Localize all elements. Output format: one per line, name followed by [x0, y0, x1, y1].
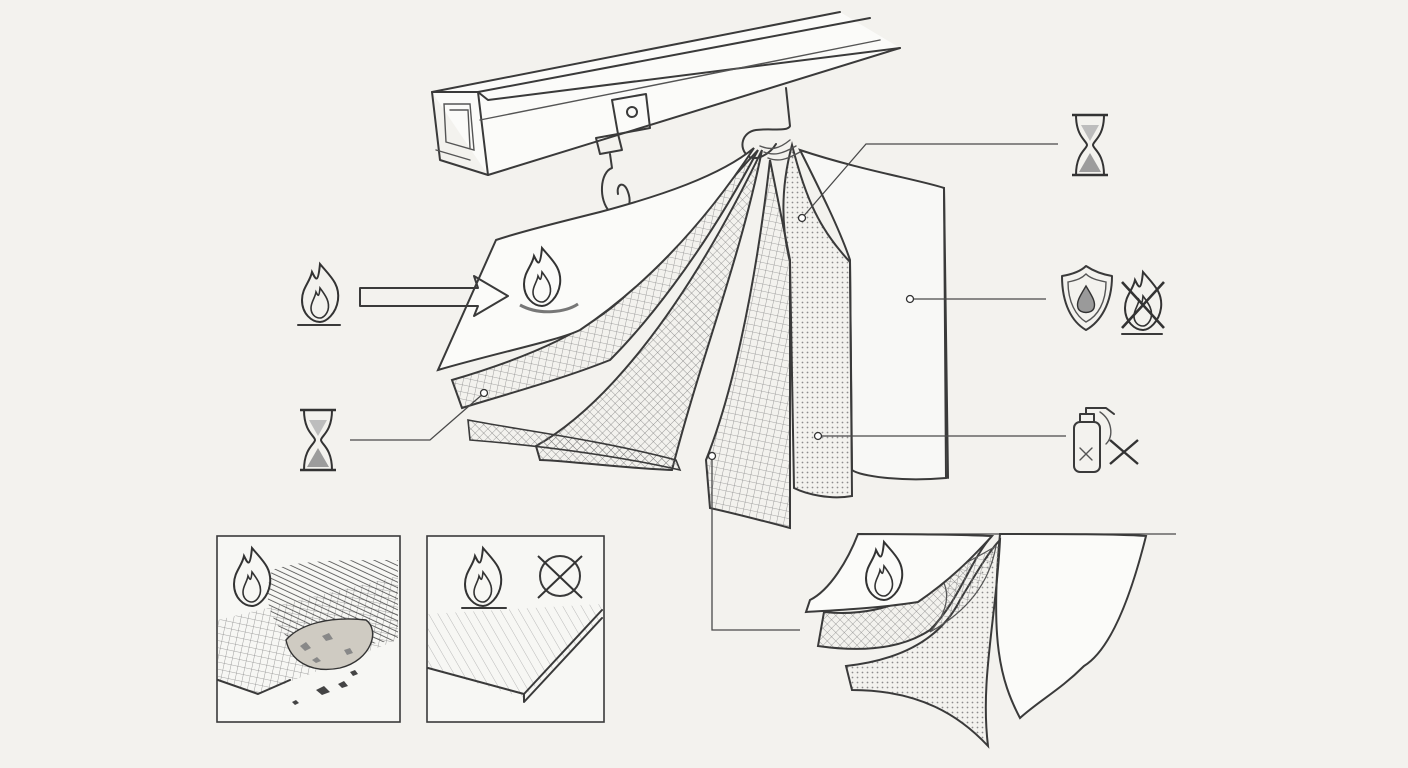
leader-dot	[797, 213, 807, 223]
leader-line-detail	[711, 456, 800, 631]
fire-curtain-layers	[436, 139, 949, 530]
layer-detail-view	[804, 532, 1176, 749]
charred-fabric-inset	[216, 535, 401, 723]
crossed-circle-icon	[537, 555, 583, 599]
leader-line-hourglass-right	[801, 143, 1058, 219]
fire-extinguisher-icon	[1073, 407, 1115, 473]
curtain-flame-icon	[519, 247, 579, 314]
flame-icon	[301, 263, 340, 323]
leader-line-hourglass-left	[350, 392, 485, 441]
leader-dot	[707, 451, 717, 461]
cross-icon	[1109, 439, 1139, 465]
leader-dot	[905, 294, 915, 304]
leader-dot	[479, 388, 489, 398]
ceiling-rail	[431, 11, 901, 176]
shield-droplet-icon	[1061, 265, 1113, 331]
curtain-carriage	[741, 87, 791, 160]
no-flame-icon	[1121, 271, 1165, 335]
heat-arrow	[359, 275, 509, 317]
leader-dot	[813, 431, 823, 441]
hourglass-icon	[298, 408, 338, 472]
hourglass-icon	[1070, 113, 1110, 177]
intact-fabric-inset	[426, 535, 605, 723]
